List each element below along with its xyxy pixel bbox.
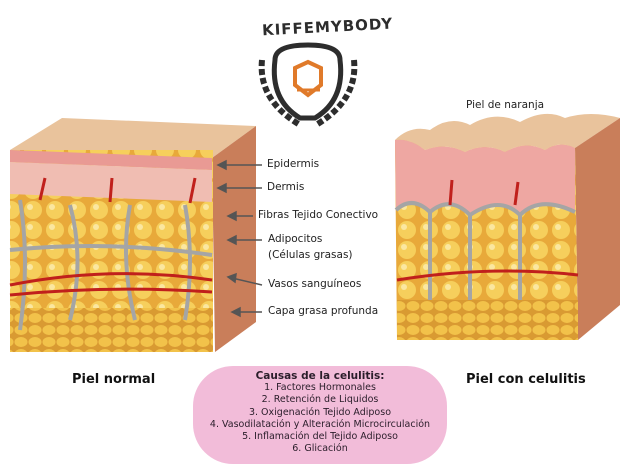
cellulite-skin-cube (394, 113, 620, 340)
cause-item: 5. Inflamación del Tejido Adiposo (242, 431, 398, 443)
label-fibras: Fibras Tejido Conectivo (258, 209, 379, 221)
label-celulas-grasas: (Células grasas) (268, 249, 353, 261)
causes-box: Causas de la celulitis: 1. Factores Horm… (193, 366, 447, 464)
caption-celulitis: Piel con celulitis (466, 372, 586, 387)
label-piel-naranja: Piel de naranja (466, 99, 545, 111)
cause-item: 2. Retención de Liquidos (261, 394, 379, 406)
label-vasos: Vasos sanguíneos (268, 278, 362, 290)
causes-title: Causas de la celulitis: (255, 370, 385, 382)
cause-item: 1. Factores Hormonales (264, 382, 376, 394)
cause-item: 6. Glicación (292, 443, 348, 455)
label-epidermis: Epidermis (267, 158, 320, 170)
cause-item: 4. Vasodilatación y Alteración Microcirc… (209, 418, 431, 430)
cause-item: 3. Oxigenación Tejido Adiposo (248, 406, 392, 418)
normal-skin-cube (9, 118, 256, 352)
label-arrows (216, 159, 263, 318)
label-capa-grasa: Capa grasa profunda (268, 305, 379, 317)
label-dermis: Dermis (267, 181, 305, 193)
caption-normal: Piel normal (72, 372, 156, 387)
logo-emblem (258, 42, 358, 128)
label-adipocitos: Adipocitos (268, 233, 323, 245)
